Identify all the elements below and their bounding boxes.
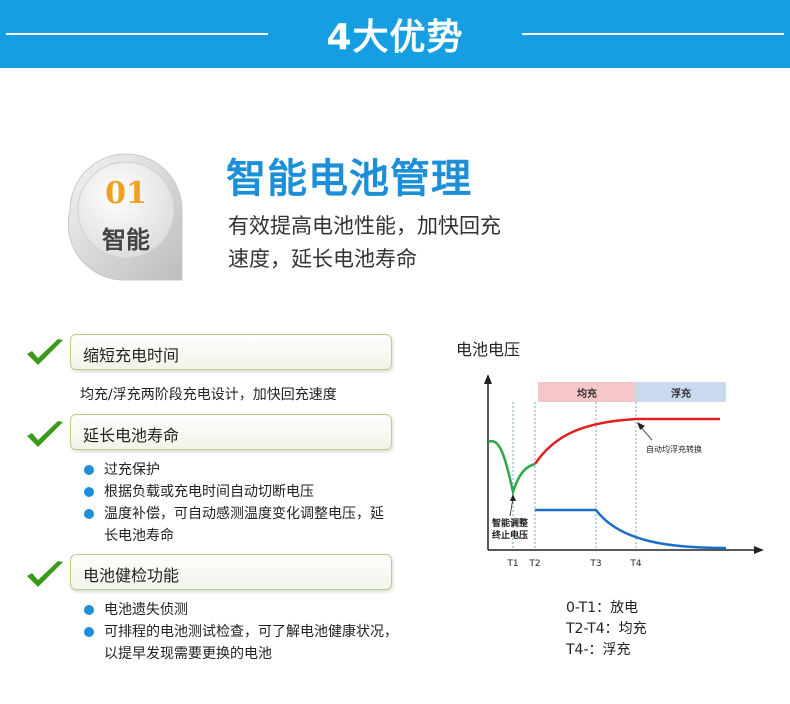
tick-label-t2: T2: [528, 559, 540, 569]
band-float-label: 浮充: [671, 387, 691, 400]
section-text: 均充/浮充两阶段充电设计，加快回充速度: [80, 387, 337, 403]
feature-description-line: 有效提高电池性能，加快回充: [228, 214, 501, 238]
list-item: 长电池寿命: [104, 528, 174, 544]
checkmark-icon: [27, 421, 63, 447]
bullet-icon: [84, 509, 94, 519]
banner-title: 4大优势: [326, 17, 464, 58]
smart-arrow-icon: [510, 494, 516, 501]
list-item: 过充保护: [82, 459, 384, 481]
band-float: [636, 382, 726, 402]
banner-divider-right: [522, 33, 784, 35]
discharge-curve: [487, 439, 536, 497]
tick-label-t3: T3: [589, 559, 601, 569]
voltage-curve: [533, 417, 720, 465]
tick-label-t4: T4: [629, 559, 641, 569]
phase-legend: 0-T1：放电 T2-T4：均充 T4-：浮充: [566, 598, 647, 661]
feature-title: 智能电池管理: [226, 156, 472, 202]
health-check-list: 电池遗失侦测 可排程的电池测试检查，可了解电池健康状况， 以提早发现需要更换的电…: [82, 599, 398, 665]
badge-shape-icon: [67, 153, 183, 281]
tick-label-t1: T1: [506, 559, 518, 569]
annotation-smart-line1: 智能调整: [492, 517, 528, 529]
legend-item: 0-T1：放电: [566, 600, 639, 616]
x-axis-arrow-icon: [754, 546, 764, 554]
band-equalize-label: 均充: [577, 387, 597, 400]
checkmark-icon: [27, 561, 63, 587]
bullet-icon: [84, 487, 94, 497]
section-header-battery-life: 延长电池寿命: [70, 414, 392, 450]
feature-description: 有效提高电池性能，加快回充 速度，延长电池寿命: [228, 210, 501, 276]
annotation-auto: 自动均浮充转换: [646, 444, 702, 454]
annotation-smart-line2: 终止电压: [491, 529, 528, 541]
section-header-charge-time: 缩短充电时间: [70, 334, 392, 370]
checkmark-icon: [27, 339, 63, 365]
list-item: 以提早发现需要更换的电池: [104, 646, 272, 662]
badge-number: 01: [105, 176, 147, 211]
header-banner: 4大优势: [0, 0, 790, 68]
badge-label: 智能: [102, 226, 150, 254]
bullet-icon: [84, 605, 94, 615]
charge-curve-diagram: 均充 浮充 智能调整 终止电压 自动均浮充转换 T1 T2 T3 T4: [484, 374, 764, 569]
battery-life-list: 过充保护 根据负载或充电时间自动切断电压 温度补偿，可自动感测温度变化调整电压，…: [82, 459, 384, 547]
auto-arrow-icon: [637, 422, 645, 430]
legend-item: T2-T4：均充: [566, 621, 647, 637]
section-header-health-check: 电池健检功能: [70, 554, 392, 590]
feature-badge: 01 智能: [62, 146, 192, 286]
list-item: 电池遗失侦测: [82, 599, 398, 621]
list-item: 温度补偿，可自动感测温度变化调整电压，延: [82, 503, 384, 525]
y-axis-arrow-icon: [484, 374, 492, 384]
legend-item: T4-：浮充: [566, 642, 631, 658]
section-label: 电池健检功能: [83, 566, 180, 585]
list-item: 可排程的电池测试检查，可了解电池健康状况，: [82, 621, 398, 643]
current-curve: [535, 508, 727, 550]
band-equalize: [538, 382, 636, 402]
bullet-icon: [84, 627, 94, 637]
chart-title: 电池电压: [456, 340, 521, 359]
banner-divider-left: [6, 33, 268, 35]
section-label: 延长电池寿命: [83, 426, 180, 445]
section-label: 缩短充电时间: [83, 346, 180, 365]
time-guides: [512, 402, 637, 550]
bullet-icon: [84, 465, 94, 475]
feature-description-line: 速度，延长电池寿命: [228, 247, 417, 271]
list-item: 根据负载或充电时间自动切断电压: [82, 481, 384, 503]
